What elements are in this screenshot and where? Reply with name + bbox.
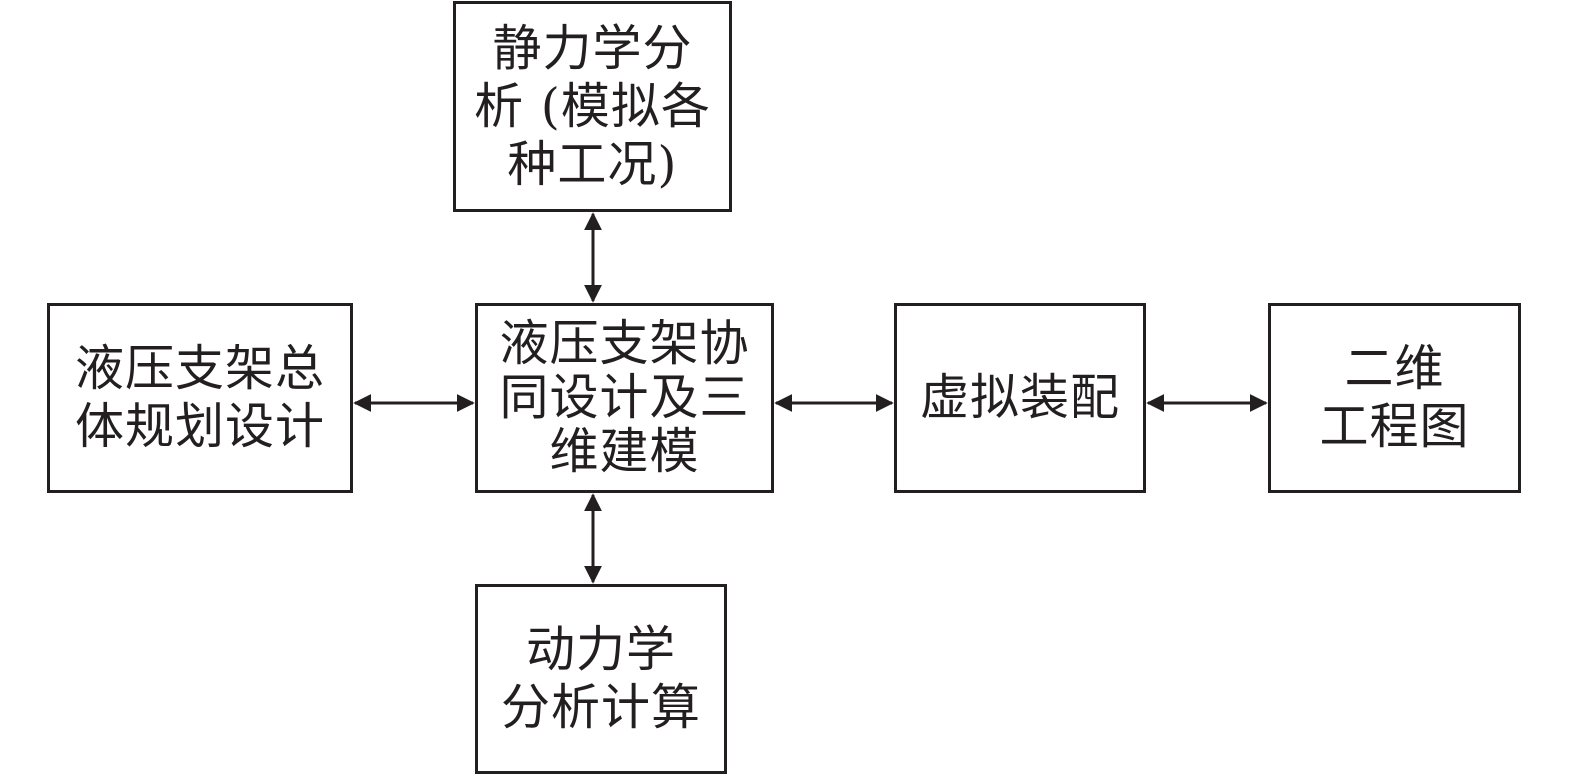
collaborative-design-node: 液压支架协 同设计及三 维建模 [475,303,774,493]
static-analysis-node: 静力学分 析 (模拟各 种工况) [453,1,732,212]
static-analysis-label: 静力学分 析 (模拟各 种工况) [474,19,711,193]
engineering-drawing-label: 二维 工程图 [1319,340,1470,455]
virtual-assembly-label: 虚拟装配 [919,369,1120,426]
dynamic-analysis-label: 动力学 分析计算 [500,621,701,736]
dynamic-analysis-node: 动力学 分析计算 [475,584,727,774]
overall-design-node: 液压支架总 体规划设计 [47,303,353,493]
virtual-assembly-node: 虚拟装配 [894,303,1146,493]
engineering-drawing-node: 二维 工程图 [1268,303,1521,493]
overall-design-label: 液压支架总 体规划设计 [74,340,325,455]
collaborative-design-label: 液压支架协 同设计及三 维建模 [499,315,750,480]
